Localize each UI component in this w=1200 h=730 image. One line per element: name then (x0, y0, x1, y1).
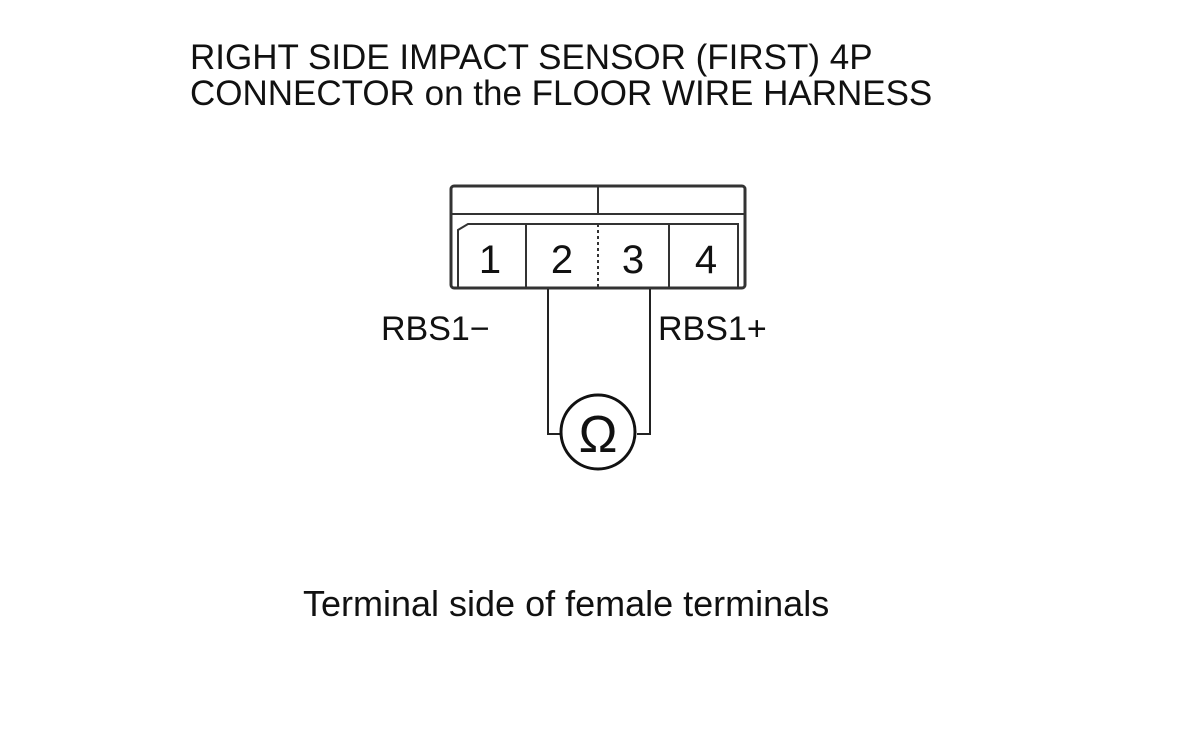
ohmmeter-circle (559, 393, 637, 471)
pin-1-label: 1 (479, 238, 501, 282)
pin-4-label: 4 (695, 238, 717, 282)
ohmmeter: Ω (559, 393, 637, 471)
lead-pin-2 (547, 289, 561, 435)
terminal-label-rbs1-plus: RBS1+ (658, 310, 767, 348)
ohmmeter-leads (547, 289, 651, 435)
pin-3-label: 3 (622, 238, 644, 282)
diagram-title: RIGHT SIDE IMPACT SENSOR (FIRST) 4P CONN… (190, 40, 932, 112)
terminal-label-rbs1-minus: RBS1− (381, 310, 490, 348)
terminal-frame (457, 223, 739, 288)
lead-pin-3 (637, 289, 651, 435)
title-line-1: RIGHT SIDE IMPACT SENSOR (FIRST) 4P (190, 38, 873, 77)
connector-housing (449, 184, 747, 290)
pin-2-label: 2 (551, 238, 573, 282)
diagram-caption: Terminal side of female terminals (303, 583, 830, 624)
title-line-2: CONNECTOR on the FLOOR WIRE HARNESS (190, 74, 933, 113)
ohm-icon: Ω (579, 406, 618, 464)
